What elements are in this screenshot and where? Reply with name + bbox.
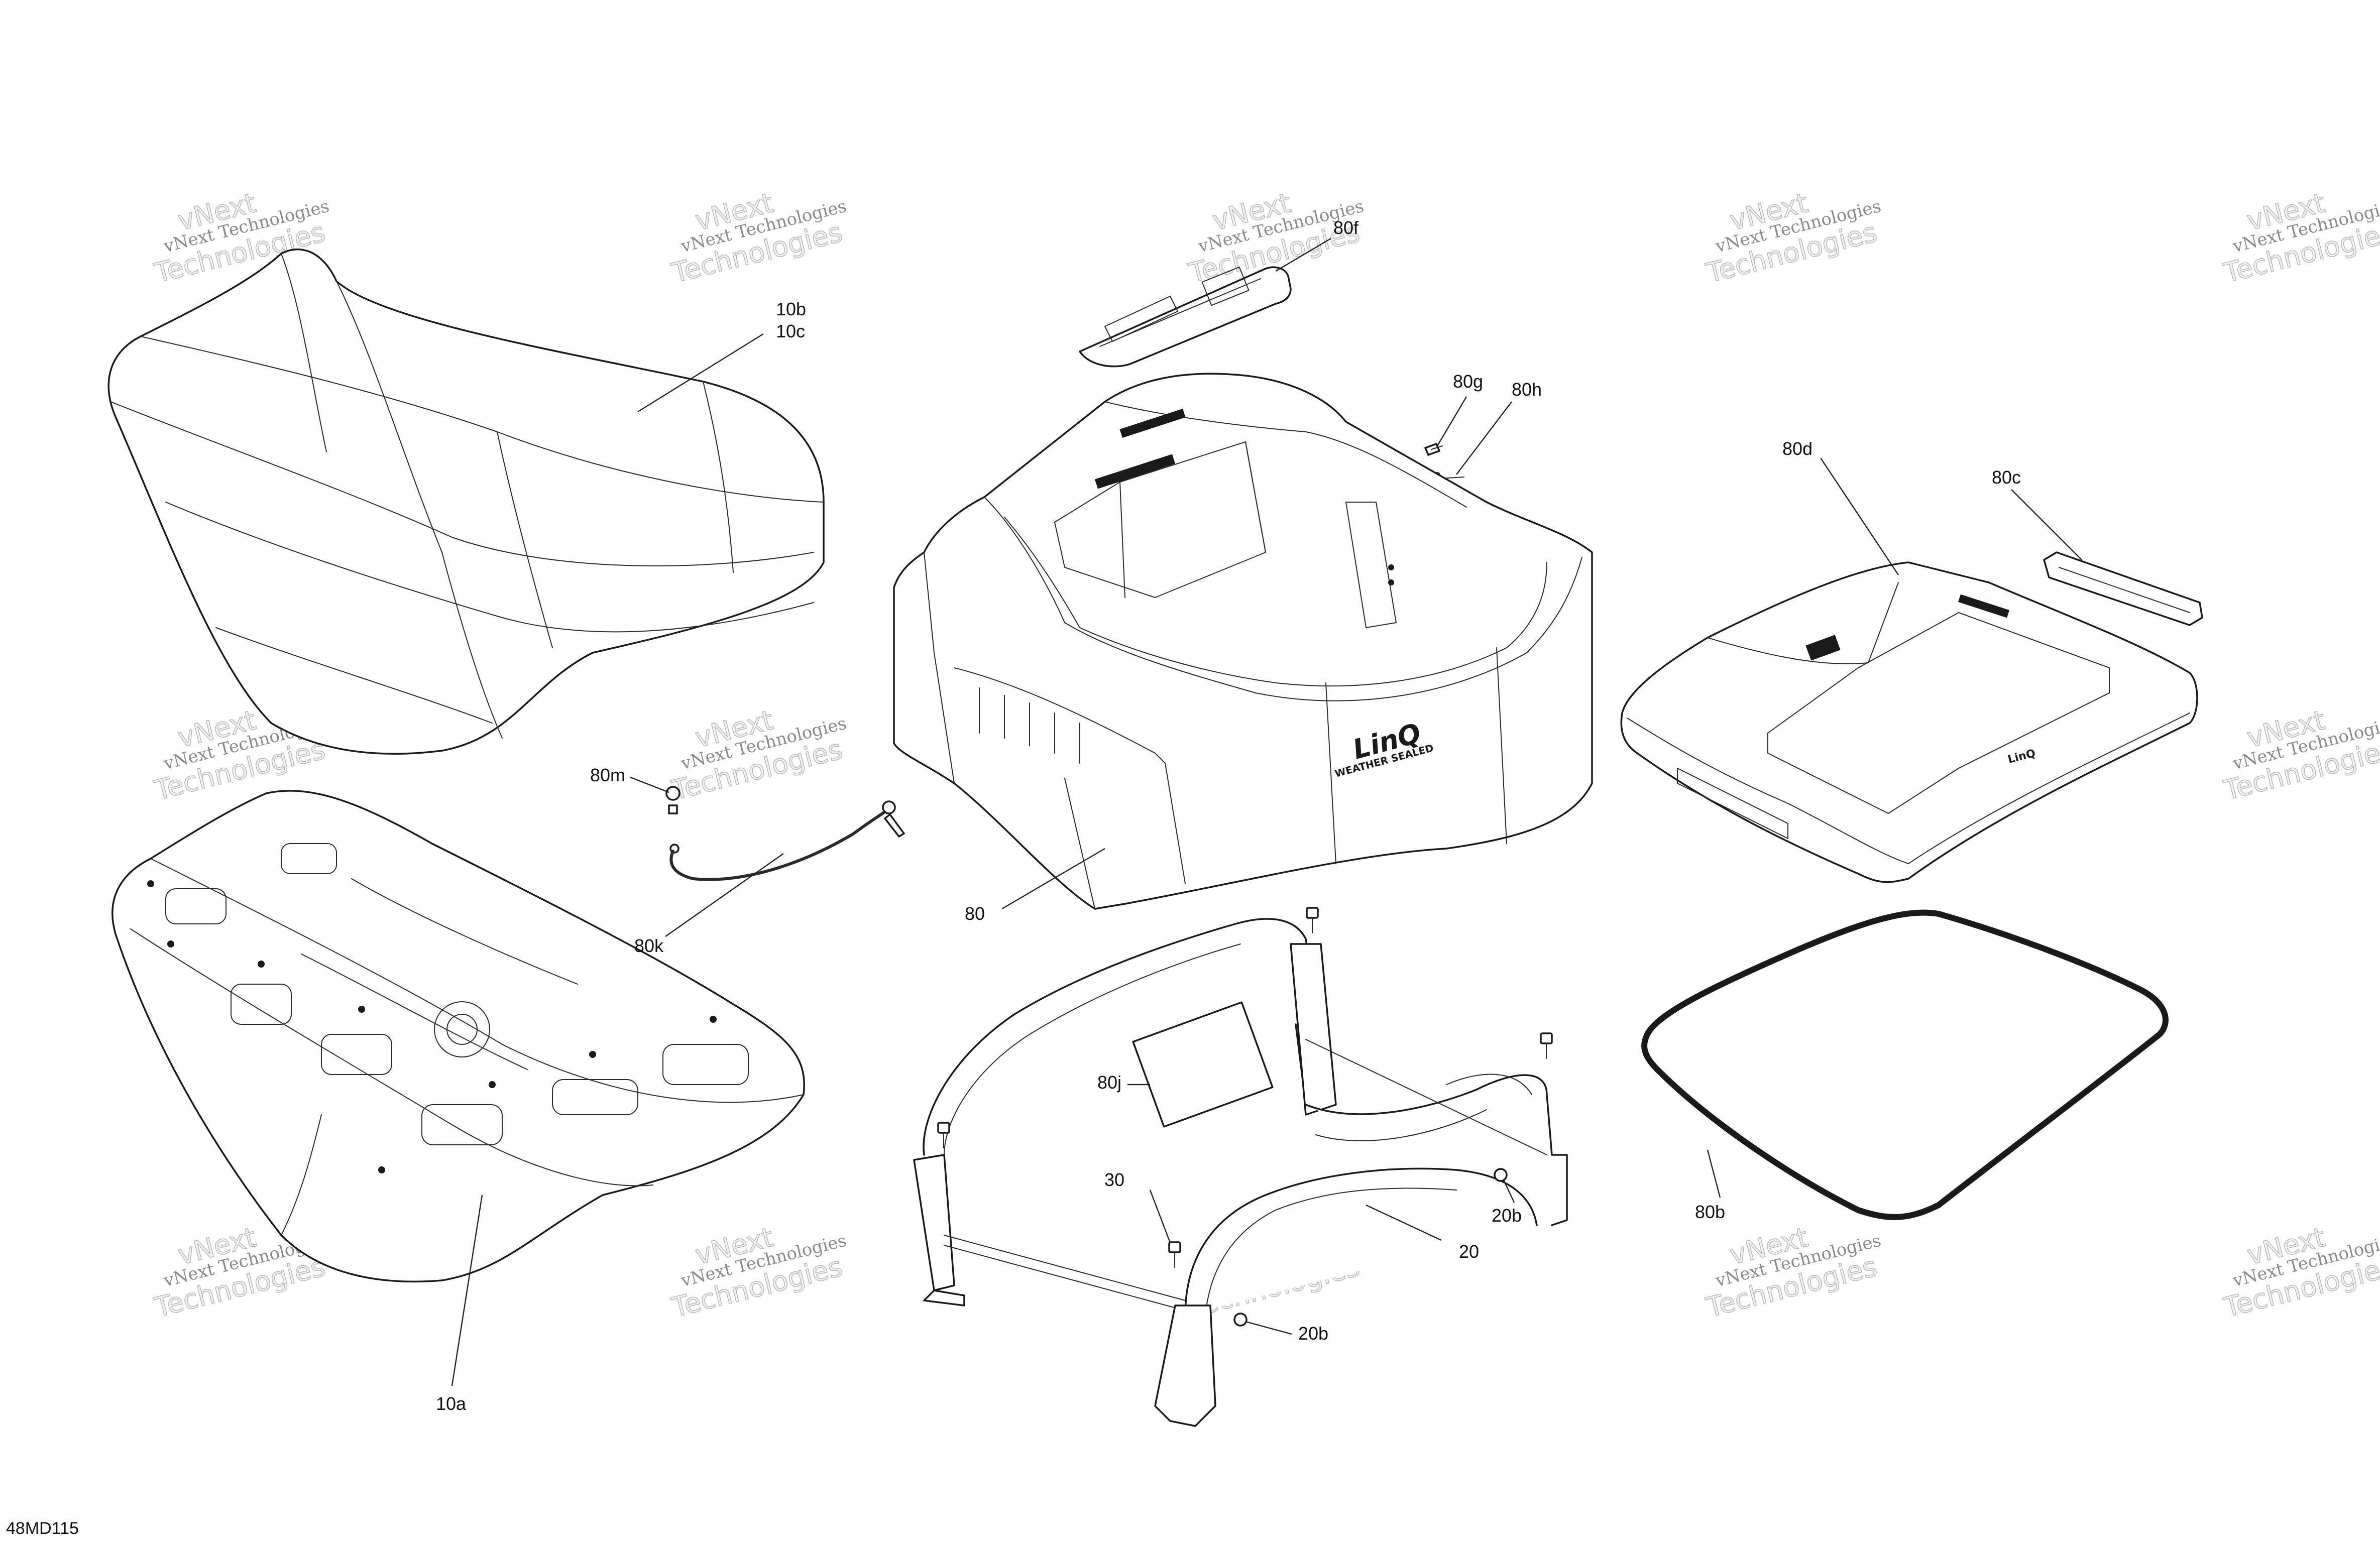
callout-80g: 80g: [1453, 371, 1483, 392]
seat-base-pan: [111, 790, 805, 1283]
lid-seal: [1641, 909, 2169, 1220]
drawing-number: 48MD115: [6, 1519, 79, 1538]
hinge-bracket: [2043, 551, 2203, 626]
callout-80b: 80b: [1695, 1202, 1725, 1222]
callout-80d: 80d: [1782, 438, 1812, 459]
callout-80c: 80c: [1992, 467, 2021, 488]
callout-80f: 80f: [1333, 217, 1359, 238]
callout-80m: 80m: [590, 765, 625, 785]
callout-80: 80: [965, 903, 985, 924]
nut-20b-right: [1494, 1168, 1508, 1182]
callout-10a: 10a: [436, 1393, 467, 1414]
support-frame: [913, 918, 1568, 1427]
callout-20b-right: 20b: [1492, 1205, 1522, 1226]
callout-10c: 10c: [776, 321, 805, 341]
callout-30: 30: [1104, 1169, 1124, 1190]
cover-plate: [1079, 266, 1292, 368]
leader-lines: [451, 238, 2082, 1386]
tether-cable: [665, 786, 905, 881]
bolt-30-front: [1168, 1241, 1181, 1268]
callout-80j: 80j: [1097, 1072, 1121, 1093]
callout-labels: 10b 10c 80f 80g 80h 80d 80c 80m 80k 80 8…: [436, 217, 2021, 1414]
bolt-30-left: [937, 1122, 950, 1148]
bolt-30-top: [1306, 907, 1319, 933]
seat-cushion: [107, 248, 825, 755]
bolt-30-right: [1540, 1032, 1553, 1059]
storage-box: LinQ WEATHER SEALED: [893, 373, 1593, 910]
callout-80k: 80k: [634, 935, 664, 956]
screw-80g: [1424, 443, 1443, 456]
callout-10b: 10b: [776, 299, 806, 319]
callout-20b-bottom: 20b: [1298, 1323, 1328, 1344]
nut-20b-front: [1233, 1313, 1248, 1327]
storage-lid: LinQ: [1620, 561, 2198, 883]
callout-80h: 80h: [1512, 379, 1542, 400]
callout-20: 20: [1459, 1241, 1479, 1262]
